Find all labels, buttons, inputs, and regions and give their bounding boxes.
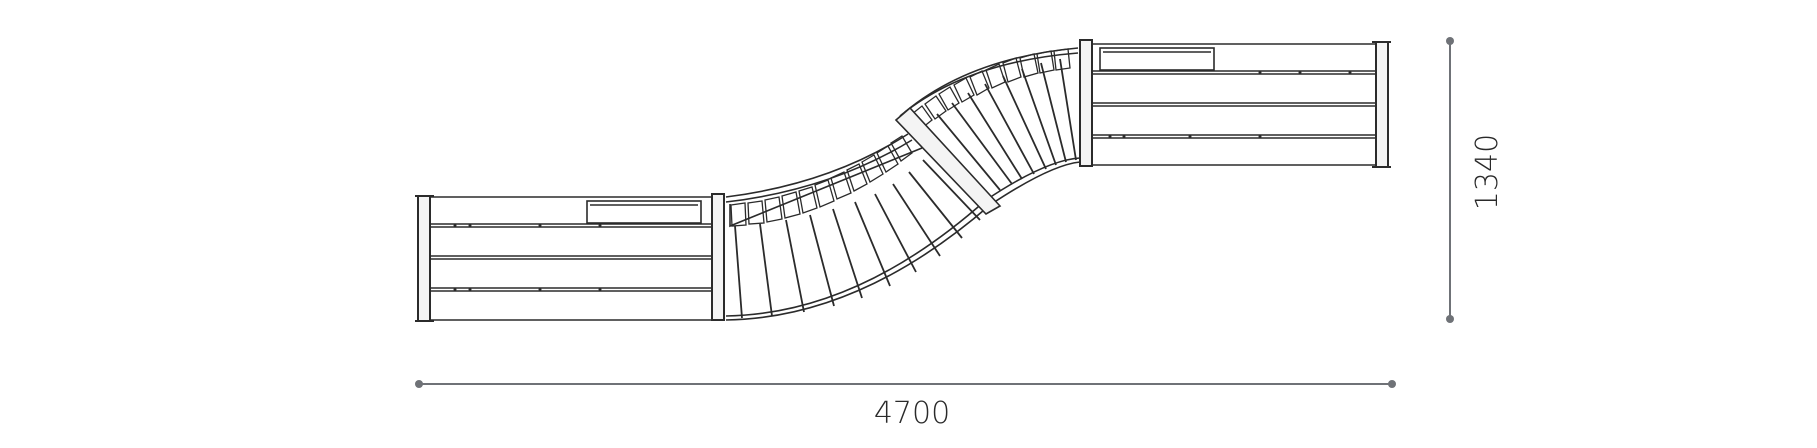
upper-curve-section bbox=[894, 47, 1081, 216]
left-end-plate bbox=[417, 195, 431, 322]
width-dimension: 4700 bbox=[415, 380, 1396, 431]
height-dimension-label: 1340 bbox=[1470, 134, 1505, 210]
left-joint-plate bbox=[711, 193, 725, 321]
right-end-plate bbox=[1375, 41, 1389, 168]
lower-curve-section bbox=[725, 133, 991, 321]
left-drive-box bbox=[586, 200, 702, 224]
right-drive-box bbox=[1099, 47, 1215, 71]
width-dimension-label: 4700 bbox=[874, 396, 950, 431]
curve-junction-plate bbox=[894, 106, 1002, 216]
left-straight-section bbox=[415, 193, 725, 322]
height-dimension-top-dot bbox=[1446, 37, 1454, 45]
height-dimension-bottom-dot bbox=[1446, 315, 1454, 323]
height-dimension: 1340 bbox=[1446, 37, 1505, 323]
width-dimension-end-dot bbox=[1388, 380, 1396, 388]
width-dimension-start-dot bbox=[415, 380, 423, 388]
right-joint-plate bbox=[1079, 39, 1093, 167]
right-straight-section bbox=[1079, 39, 1391, 168]
